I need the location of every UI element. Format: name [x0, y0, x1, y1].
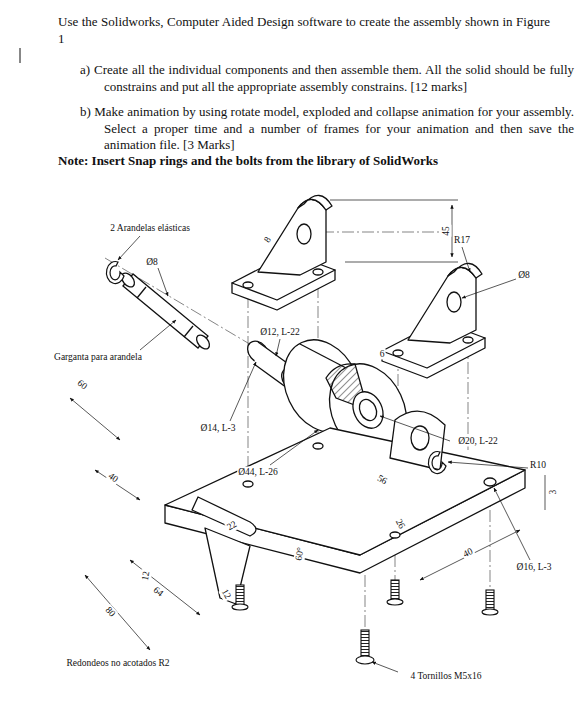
dimension-label: Ø14, L-3	[200, 423, 237, 434]
dimension-label: 4 Tornillos M5x16	[410, 671, 483, 682]
dimension-label: Ø8	[145, 257, 159, 268]
dimension-label: 60°	[293, 546, 306, 563]
dimension-label: R10	[529, 460, 547, 471]
dimension-label: Redondeos no acotados R2	[65, 658, 170, 669]
dimension-label: Ø8	[517, 270, 531, 281]
dimension-label: Ø20, L-22	[457, 436, 499, 447]
dimension-label: Ø44, L-26	[237, 467, 279, 478]
instruction-text: a) Create all the individual components …	[80, 62, 574, 95]
dimension-label: Ø12, L-22	[259, 327, 301, 338]
instruction-text: Note: Insert Snap rings and the bolts fr…	[58, 153, 550, 170]
snap-ring-left	[106, 262, 124, 284]
dimension-label: 45	[441, 225, 452, 237]
dimension-label: 80	[102, 604, 118, 620]
dimension-label: 12	[140, 569, 153, 582]
centre-lines	[105, 232, 490, 628]
instruction-text: Use the Solidworks, Computer Aided Desig…	[58, 14, 550, 47]
snap-ring-right	[428, 452, 446, 474]
instruction-text: b) Make animation by using rotate model,…	[80, 104, 574, 154]
dimension-label: Garganta para arandela	[53, 352, 143, 363]
leader-lines	[70, 236, 545, 672]
bracket-right	[382, 263, 485, 378]
cursor-mark	[20, 48, 21, 63]
dimension-label: 6	[379, 349, 386, 360]
base-plate	[165, 411, 525, 604]
bolts	[232, 580, 498, 664]
dimension-label: 3	[548, 489, 559, 496]
dimension-label: 40	[105, 470, 121, 486]
dimension-label: 40	[460, 545, 475, 560]
bracket-left	[232, 195, 335, 310]
dimension-label: 8	[262, 234, 275, 246]
dimension-label: 60	[74, 377, 90, 393]
dimension-45	[330, 200, 458, 262]
pin-left	[119, 271, 212, 352]
dimension-label: 2 Arandelas elásticas	[109, 223, 191, 234]
dimension-label: R17	[453, 235, 471, 246]
dimension-label: Ø16, L-3	[516, 562, 553, 573]
